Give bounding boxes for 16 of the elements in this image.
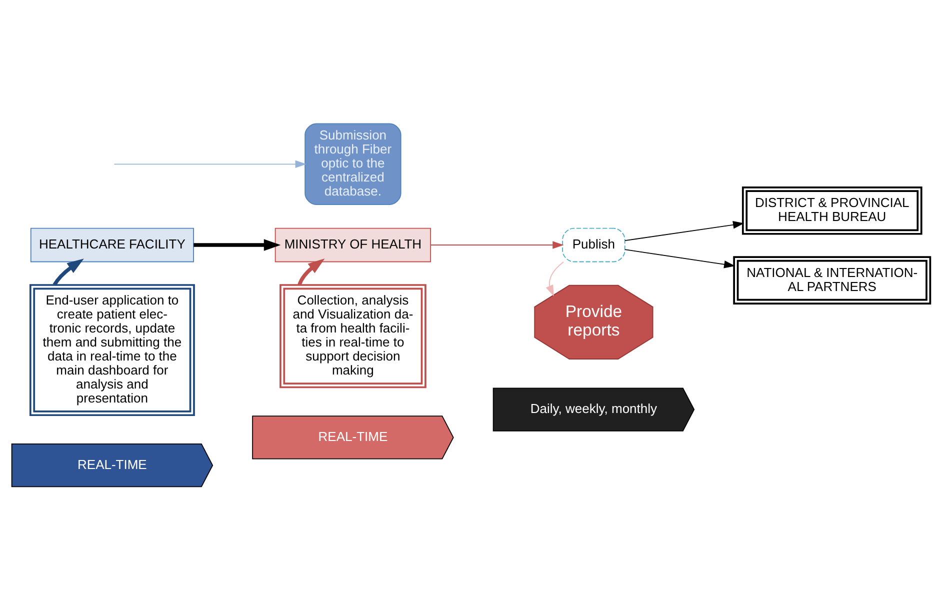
node-box: Submission through Fiber optic to the centralized database.	[304, 123, 402, 206]
arrow	[194, 239, 281, 251]
node-box: MINISTRY OF HEALTH	[274, 228, 432, 262]
node-box: HEALTHCARE FACILITY	[30, 228, 194, 262]
node-box: Publish	[562, 228, 626, 262]
node-box: DISTRICT & PROVINCIAL HEALTH BUREAU	[742, 186, 922, 235]
arrow	[114, 160, 306, 168]
node-box: Collection, analysis and Visualization da- ta from health facili- ties in real-time to support decision making	[280, 284, 426, 388]
arrow	[430, 241, 564, 249]
arrow	[298, 258, 325, 286]
arrow	[624, 221, 744, 242]
arrow	[52, 258, 84, 286]
node-box: End-user application to create patient elec- tronic records, update them and submitting the data in real-time to the main dashboard for analysis and presentation	[29, 284, 195, 416]
arrow	[624, 249, 736, 268]
node-box: NATIONAL & INTERNATION- AL PARTNERS	[733, 256, 932, 305]
arrow	[546, 261, 564, 296]
